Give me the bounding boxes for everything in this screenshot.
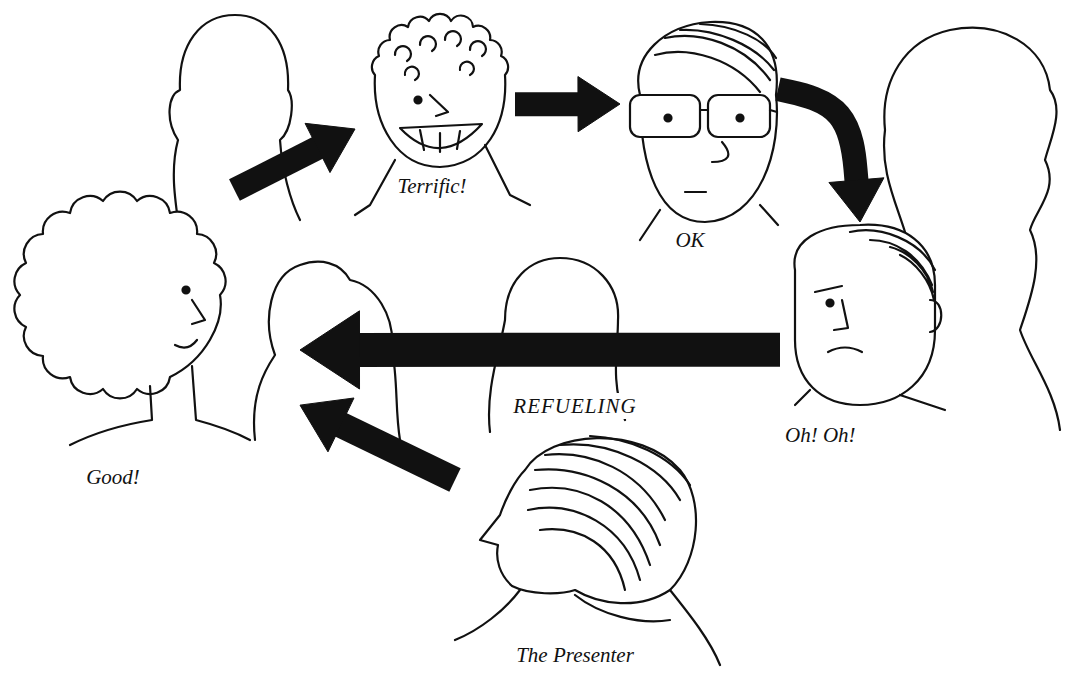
edge-label: REFUELING: [508, 393, 641, 419]
flow-arrow: [234, 123, 355, 190]
flow-arrow: [300, 398, 455, 480]
arrow-shaft: [234, 147, 319, 190]
hair-strands: [528, 436, 690, 590]
hair-curls: [395, 31, 486, 80]
hair-strands: [850, 230, 935, 300]
glasses: [708, 95, 770, 137]
arrow-head: [300, 311, 360, 389]
arrow-head: [578, 77, 620, 132]
glasses: [630, 95, 700, 137]
arrow-head: [829, 178, 884, 222]
reaction-label: Good!: [83, 465, 143, 489]
silhouette-head: [170, 15, 300, 235]
eye: [737, 115, 744, 122]
eye: [183, 287, 190, 294]
audience-member: Good!: [15, 190, 300, 500]
reaction-label: The Presenter: [513, 643, 637, 667]
reaction-label: Oh! Oh!: [782, 423, 859, 447]
reaction-label: OK: [672, 228, 707, 252]
eye: [665, 115, 672, 122]
arrow-shaft: [515, 92, 580, 116]
arrow-shaft: [358, 333, 781, 367]
audience-member: Terrific!: [355, 15, 515, 205]
flow-arrow: [778, 89, 884, 222]
audience-member: Oh! Oh!: [780, 222, 945, 450]
frowning-head: [794, 225, 935, 405]
face-features: [70, 300, 250, 445]
eye: [827, 300, 834, 307]
arrow-head: [305, 123, 355, 172]
audience-member: OK: [620, 18, 778, 255]
presenter-head: [480, 438, 696, 603]
eye: [415, 97, 422, 104]
face-features: [795, 286, 945, 410]
flow-arrow: [515, 77, 620, 132]
flow-arrow: [300, 311, 780, 389]
arrow-shaft: [339, 424, 455, 480]
curly-hair-head: [14, 192, 225, 399]
reaction-label: Terrific!: [394, 174, 469, 198]
face-features: [640, 110, 778, 240]
arrow-shaft: [778, 89, 857, 182]
edge-label-holder: REFUELING: [508, 393, 641, 419]
face-features: [355, 95, 530, 215]
arrow-head: [300, 398, 354, 452]
presenter: The Presenter: [455, 428, 725, 672]
hair-strands: [655, 24, 776, 92]
